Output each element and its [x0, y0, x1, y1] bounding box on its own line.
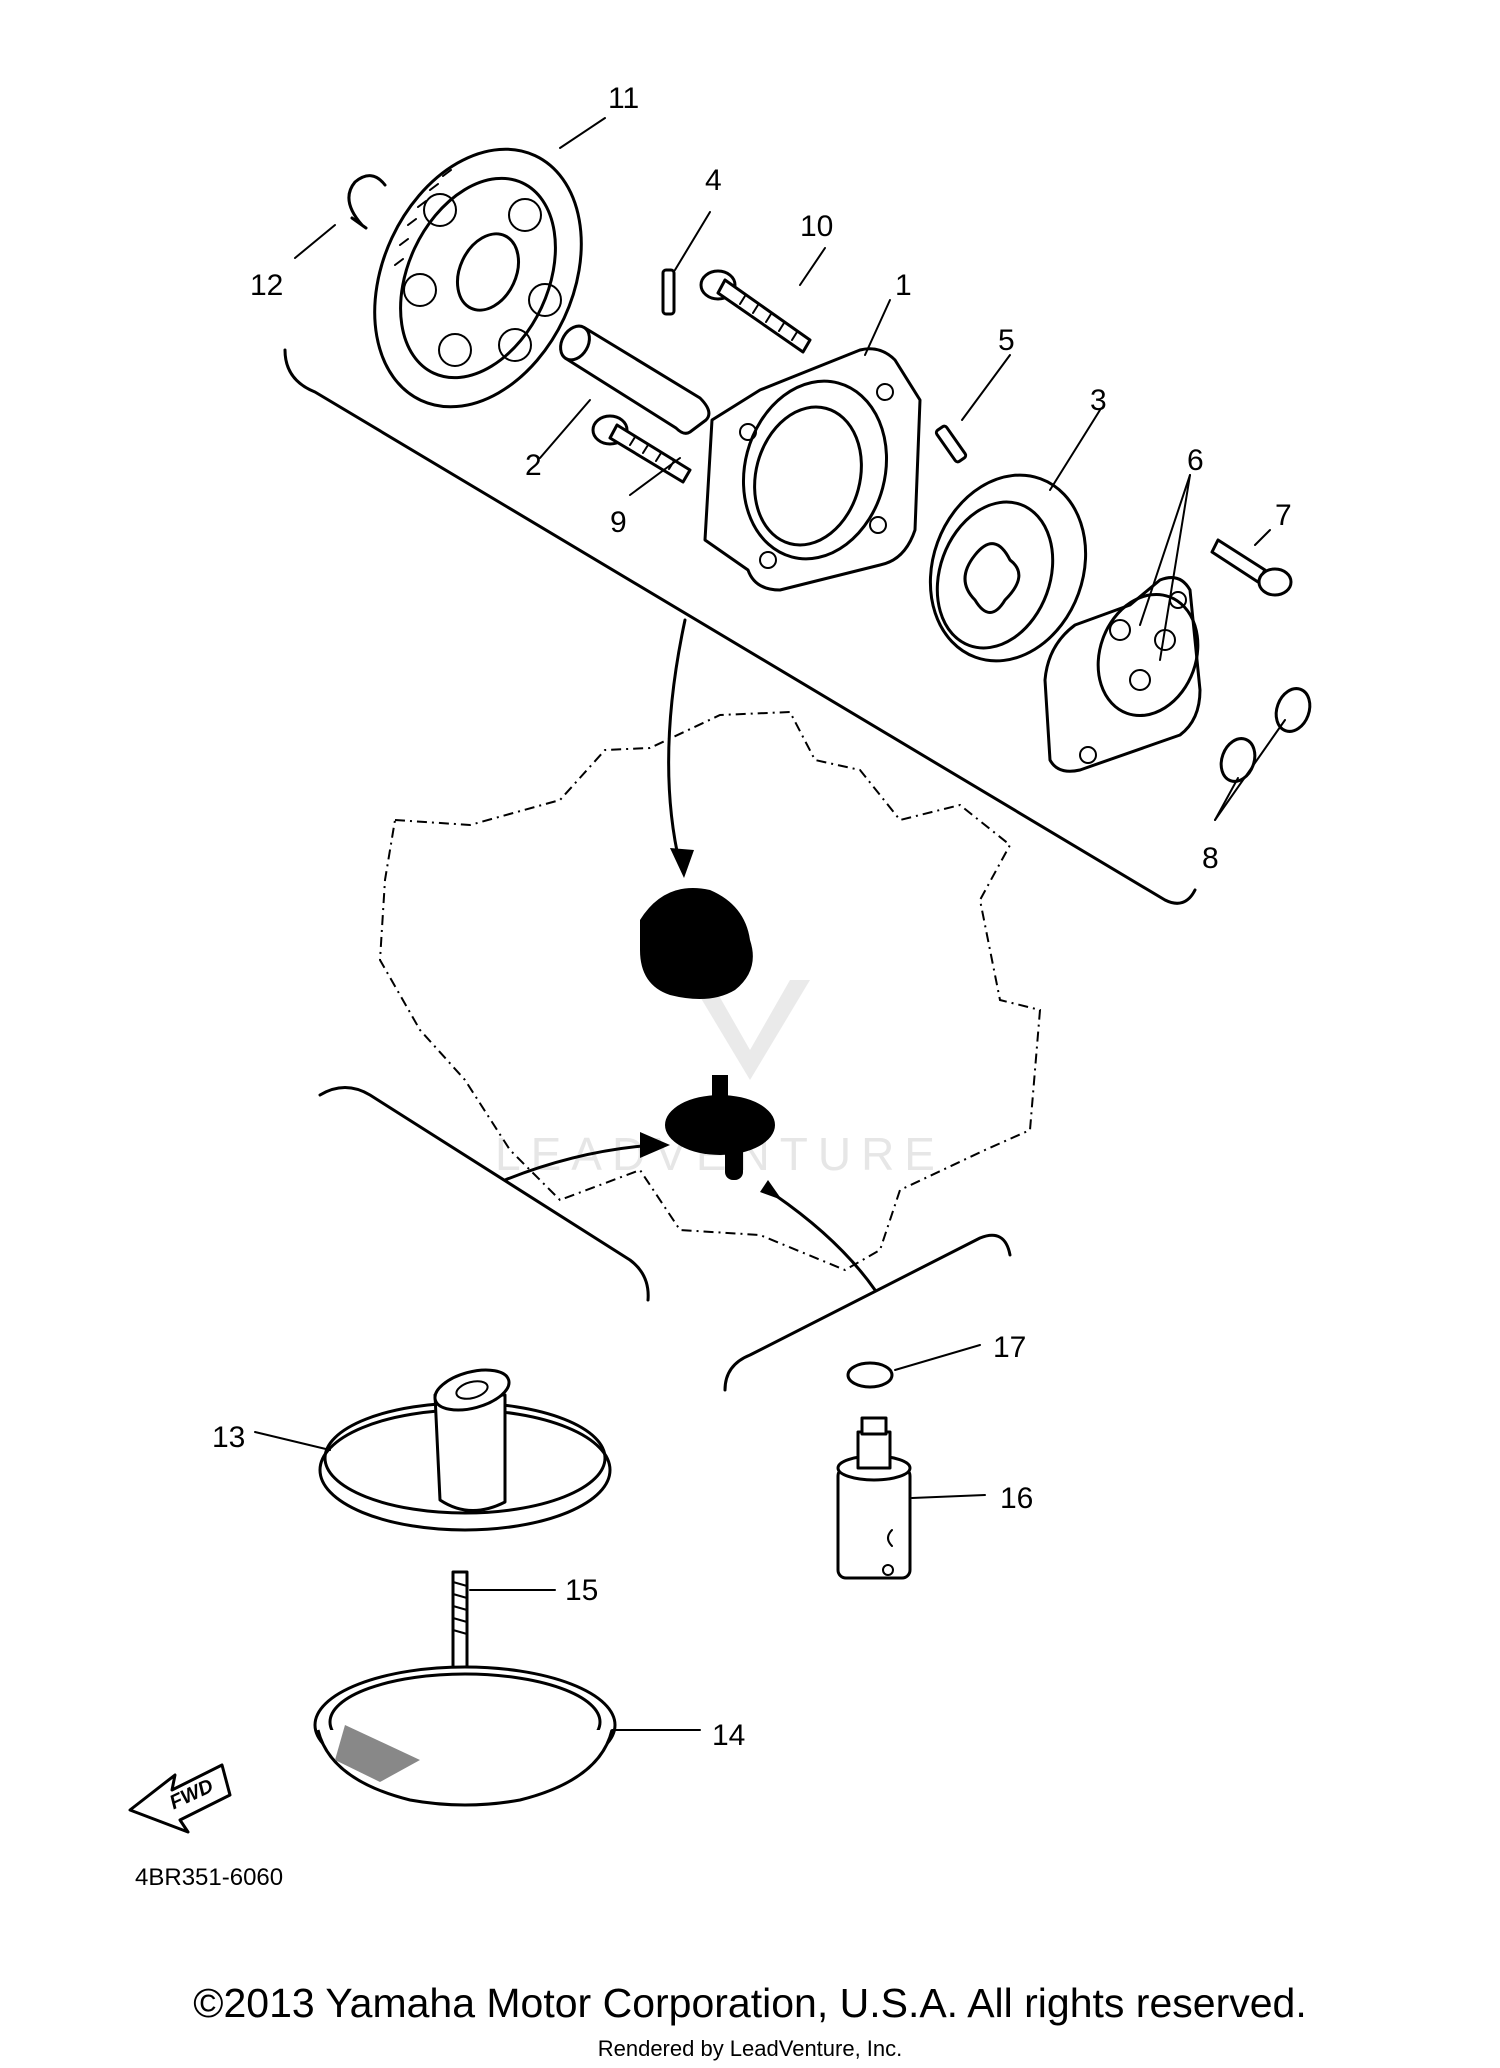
callout-4: 4: [705, 164, 722, 197]
bolt-long: [699, 269, 812, 354]
callout-7: 7: [1275, 499, 1292, 532]
oil-strainer: [313, 1665, 617, 1807]
callout-9: 9: [610, 506, 627, 539]
callout-15: 15: [565, 1574, 598, 1607]
callout-11: 11: [608, 82, 639, 115]
callout-17: 17: [993, 1331, 1026, 1364]
oil-pump-shaft: [559, 324, 711, 435]
callout-10: 10: [800, 210, 833, 243]
callout-14: 14: [712, 1719, 745, 1752]
strainer-location-marker: [665, 1075, 775, 1180]
pin-housing: [934, 424, 968, 464]
pump-location-arrowhead: [670, 848, 694, 878]
valve-o-ring: [846, 1361, 894, 1389]
callout-8: 8: [1202, 842, 1219, 875]
relief-valve: [836, 1416, 912, 1580]
callout-labels: 1 2 3 4 5 6 7 8 9 10 11 12 13 14 15 16 1…: [212, 82, 1292, 1752]
circlip: [347, 174, 387, 230]
callout-1: 1: [895, 269, 912, 302]
callout-6: 6: [1187, 444, 1204, 477]
engine-crankcase-outline: [378, 710, 1042, 1272]
relief-valve-panel-frame: [723, 1233, 1012, 1392]
pump-location-arrow: [667, 618, 687, 867]
pin-upper: [661, 268, 676, 316]
forward-direction-arrow: FWD: [128, 1763, 232, 1834]
callout-3: 3: [1090, 384, 1107, 417]
valve-arrow: [773, 1193, 877, 1292]
o-ring-upper: [1274, 687, 1312, 733]
callout-2: 2: [525, 449, 542, 482]
bolt-short: [591, 414, 692, 484]
rendered-by-credit: Rendered by LeadVenture, Inc.: [597, 2036, 903, 2061]
callout-13: 13: [212, 1421, 245, 1454]
copyright-notice: ©2013 Yamaha Motor Corporation, U.S.A. A…: [193, 1980, 1307, 2026]
pump-assembly-frame: [283, 348, 1197, 905]
strainer-cover: [318, 1368, 612, 1532]
callout-12: 12: [250, 269, 283, 302]
oil-pump-housing: [703, 347, 922, 592]
pump-location-marker: [640, 888, 753, 999]
strainer-arrow-left: [503, 1143, 657, 1182]
figure-code: 4BR351-6060: [135, 1864, 283, 1891]
oil-pump-rotor: [928, 473, 1088, 663]
callout-16: 16: [1000, 1482, 1033, 1515]
valve-arrowhead: [760, 1180, 782, 1200]
callout-5: 5: [998, 324, 1015, 357]
oil-pump-cover: [1043, 576, 1202, 773]
strainer-arrowhead-left: [640, 1132, 670, 1158]
oil-pump-driven-gear: [373, 147, 583, 409]
leader-lines: [254, 117, 1286, 1731]
strainer-panel-frame: [318, 1086, 650, 1302]
cover-screw: [1210, 538, 1293, 597]
strainer-mesh: [335, 1725, 420, 1782]
watermark-logo: [690, 980, 810, 1080]
